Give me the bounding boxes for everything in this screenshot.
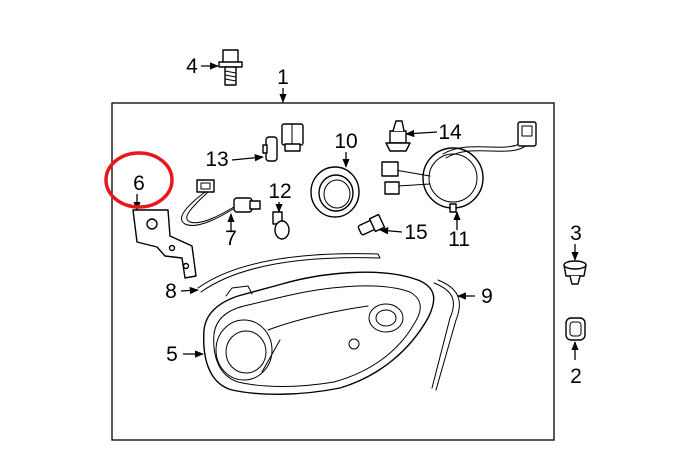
callout-8: 8 [165, 280, 177, 303]
part-10-ring [310, 166, 360, 218]
callout-15: 15 [404, 221, 427, 244]
part-3-clip [563, 260, 587, 285]
bulb-socket [281, 123, 304, 152]
callout-3: 3 [570, 222, 582, 245]
part-11-socket [381, 121, 537, 213]
callout-7: 7 [225, 227, 237, 250]
part-14-bulb [385, 120, 411, 152]
part-15-small-bulb [357, 213, 386, 236]
callout-1: 1 [277, 66, 289, 89]
part-13-bulb [262, 136, 278, 162]
part-5-headlamp [203, 271, 435, 395]
callout-14: 14 [438, 121, 462, 144]
part-4-bolt [218, 49, 243, 86]
part-12-small-bulb [272, 211, 290, 240]
callout-12: 12 [268, 180, 291, 203]
leader-lines [133, 62, 579, 360]
part-2-grommet [565, 317, 586, 341]
part-8-trim-strip [197, 253, 381, 293]
callout-5: 5 [166, 343, 178, 366]
part-6-bracket [132, 209, 197, 279]
highlight-circle [104, 151, 174, 209]
callout-10: 10 [334, 130, 357, 153]
part-7-harness [181, 179, 261, 226]
callout-2: 2 [570, 365, 582, 388]
callout-4: 4 [186, 55, 198, 78]
assembly-frame [111, 102, 555, 441]
callout-13: 13 [205, 148, 228, 171]
part-9-trim-strip [431, 279, 460, 391]
callout-9: 9 [481, 285, 493, 308]
callout-labels: 1 2 3 4 5 6 7 8 9 10 11 12 13 14 15 [133, 55, 582, 388]
callout-6: 6 [133, 172, 145, 195]
callout-11: 11 [448, 228, 470, 251]
